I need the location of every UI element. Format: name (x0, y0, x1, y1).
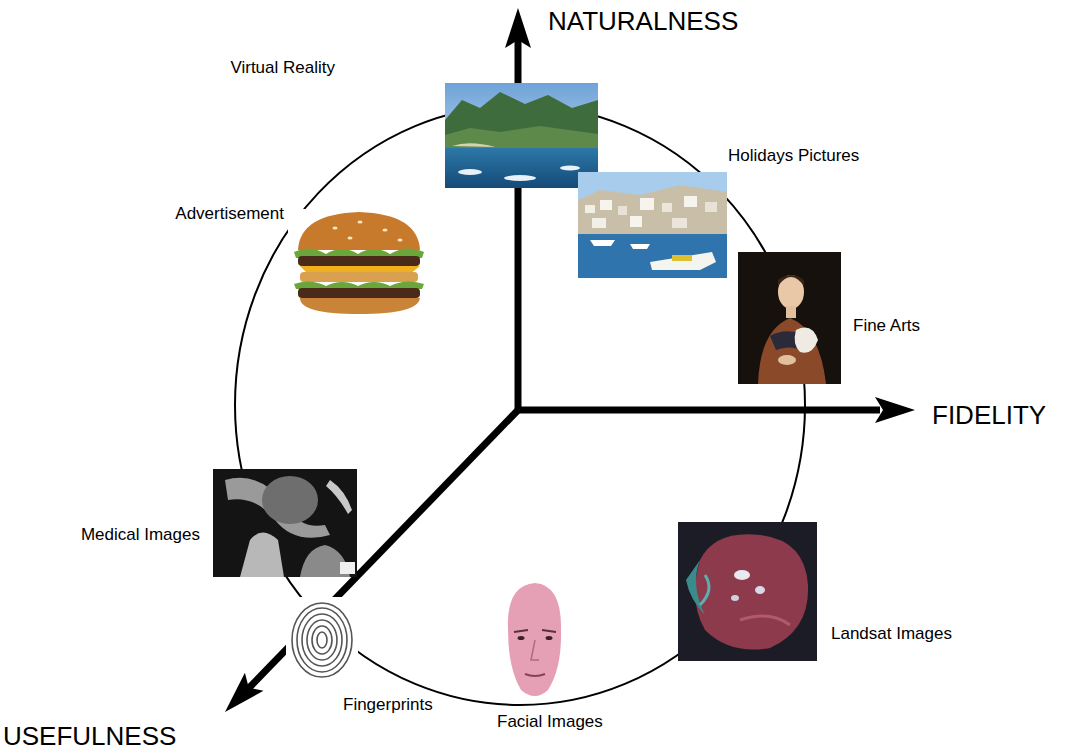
image-label: Virtual Reality (230, 58, 335, 78)
image-label: Fingerprints (343, 695, 433, 715)
medical-picture (213, 469, 357, 577)
holidays-picture (578, 172, 727, 278)
image-label: Holidays Pictures (728, 146, 859, 166)
image-label: Advertisement (175, 204, 284, 224)
advertisement-picture (288, 209, 430, 318)
axis-label: USEFULNESS (3, 722, 176, 752)
image-label: Fine Arts (853, 316, 920, 336)
fingerprint-picture (286, 597, 358, 682)
axis-label: FIDELITY (932, 401, 1046, 431)
image-label: Medical Images (81, 525, 200, 545)
axes (225, 8, 915, 712)
axis-label: NATURALNESS (548, 7, 738, 37)
image-label: Landsat Images (831, 624, 952, 644)
fine-arts-picture (738, 252, 841, 384)
image-label: Facial Images (497, 712, 603, 732)
landsat-picture (678, 522, 817, 661)
virtual-reality-picture (445, 83, 598, 188)
facial-picture (508, 583, 561, 696)
